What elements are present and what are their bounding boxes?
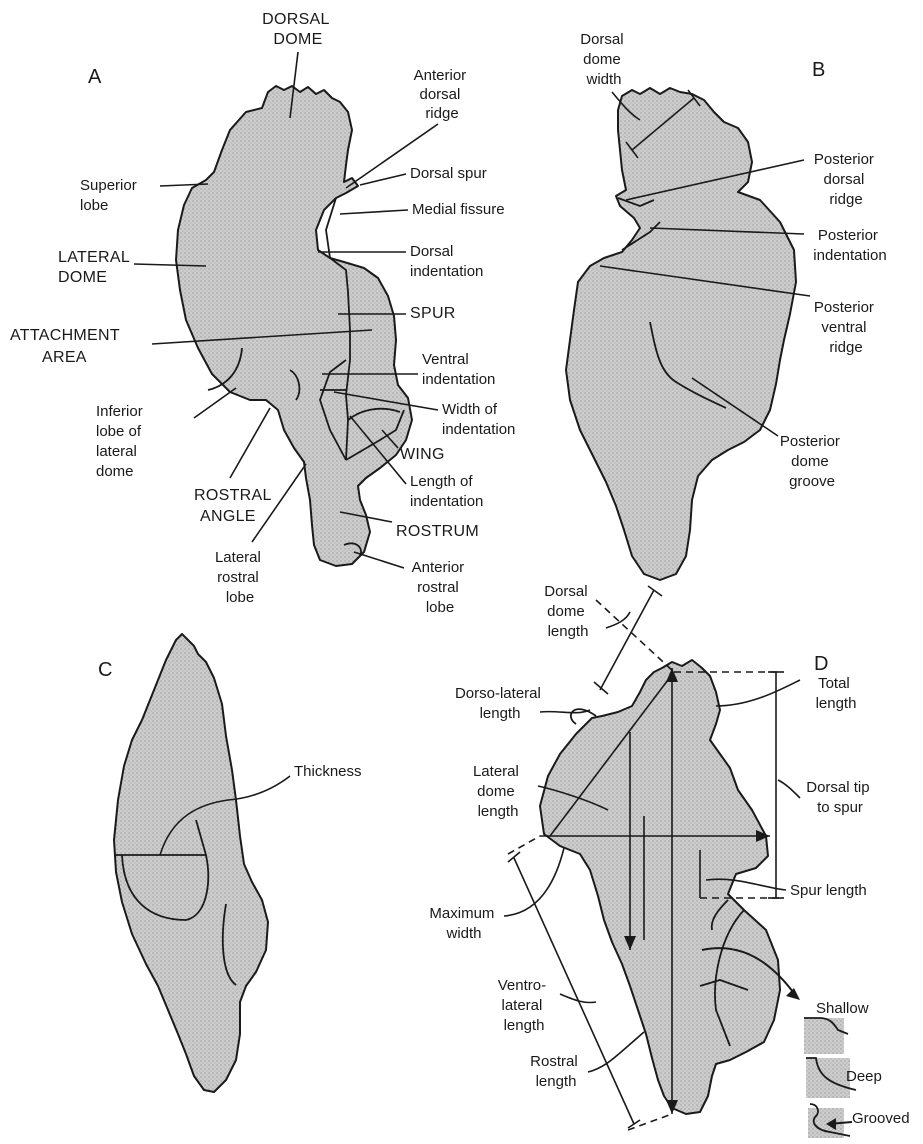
label-rostral-length: Rostral length [530,1053,582,1090]
label-dorsal-dome-length: Dorsal dome length [544,583,592,640]
label-dorsal-spur: Dorsal spur [410,165,487,182]
label-inferior-lobe: Inferior lobe of lateral dome [96,403,147,480]
panel-b: B Dorsal dome width Posterior dorsal rid… [566,31,887,580]
label-anterior-rostral-lobe: Anterior rostral lobe [412,559,469,616]
label-thickness: Thickness [294,763,362,780]
panel-b-letter: B [812,59,825,81]
label-maximum-width: Maximum width [429,905,498,942]
indentation-key: Shallow Deep Grooved [804,1000,910,1138]
label-wing: WING [400,446,445,463]
label-lateral-rostral-lobe: Lateral rostral lobe [215,549,265,606]
label-total-length: Total length [816,675,857,712]
panel-c: C Thickness [98,634,362,1092]
label-shallow: Shallow [816,1000,869,1017]
panel-c-letter: C [98,659,112,681]
label-anterior-dorsal-ridge: Anterior dorsal ridge [414,67,471,122]
label-lateral-dome: LATERAL DOME [58,249,134,286]
label-ventro-lateral-length: Ventro- lateral length [498,977,551,1034]
label-posterior-dome-groove: Posterior dome groove [780,433,844,490]
panel-d-outline [540,660,780,1114]
label-superior-lobe: Superior lobe [80,177,141,214]
panel-d: D Dorsal dome length Dorso-l [429,583,909,1138]
label-medial-fissure: Medial fissure [412,201,505,218]
label-deep: Deep [846,1068,882,1085]
panel-d-letter: D [814,653,828,675]
label-posterior-ventral-ridge: Posterior ventral ridge [814,299,878,356]
panel-b-outline [566,88,796,580]
label-rostrum: ROSTRUM [396,523,479,540]
label-spur: SPUR [410,305,456,322]
label-posterior-dorsal-ridge: Posterior dorsal ridge [814,151,878,208]
label-rostral-angle: ROSTRAL ANGLE [194,487,276,525]
label-length-of-indentation: Length of indentation [410,473,483,510]
panel-c-outline [114,634,268,1092]
label-dorsal-tip-to-spur: Dorsal tip to spur [806,779,874,816]
label-spur-length: Spur length [790,882,867,899]
label-dorso-lateral-length: Dorso-lateral length [455,685,545,722]
label-dorsal-dome-width: Dorsal dome width [580,31,628,88]
label-lateral-dome-length: Lateral dome length [473,763,523,820]
label-width-of-indentation: Width of indentation [442,401,515,438]
label-grooved: Grooved [852,1110,910,1127]
label-dorsal-indentation: Dorsal indentation [410,243,483,280]
panel-a-letter: A [88,66,102,88]
label-attachment-area: ATTACHMENT AREA [10,327,124,366]
label-ventral-indentation: Ventral indentation [422,351,495,388]
panel-a: A DORSAL DOME Anterior dorsal ridge Supe… [10,11,515,616]
label-posterior-indentation: Posterior indentation [813,227,886,264]
label-dorsal-dome: DORSAL DOME [262,11,334,48]
